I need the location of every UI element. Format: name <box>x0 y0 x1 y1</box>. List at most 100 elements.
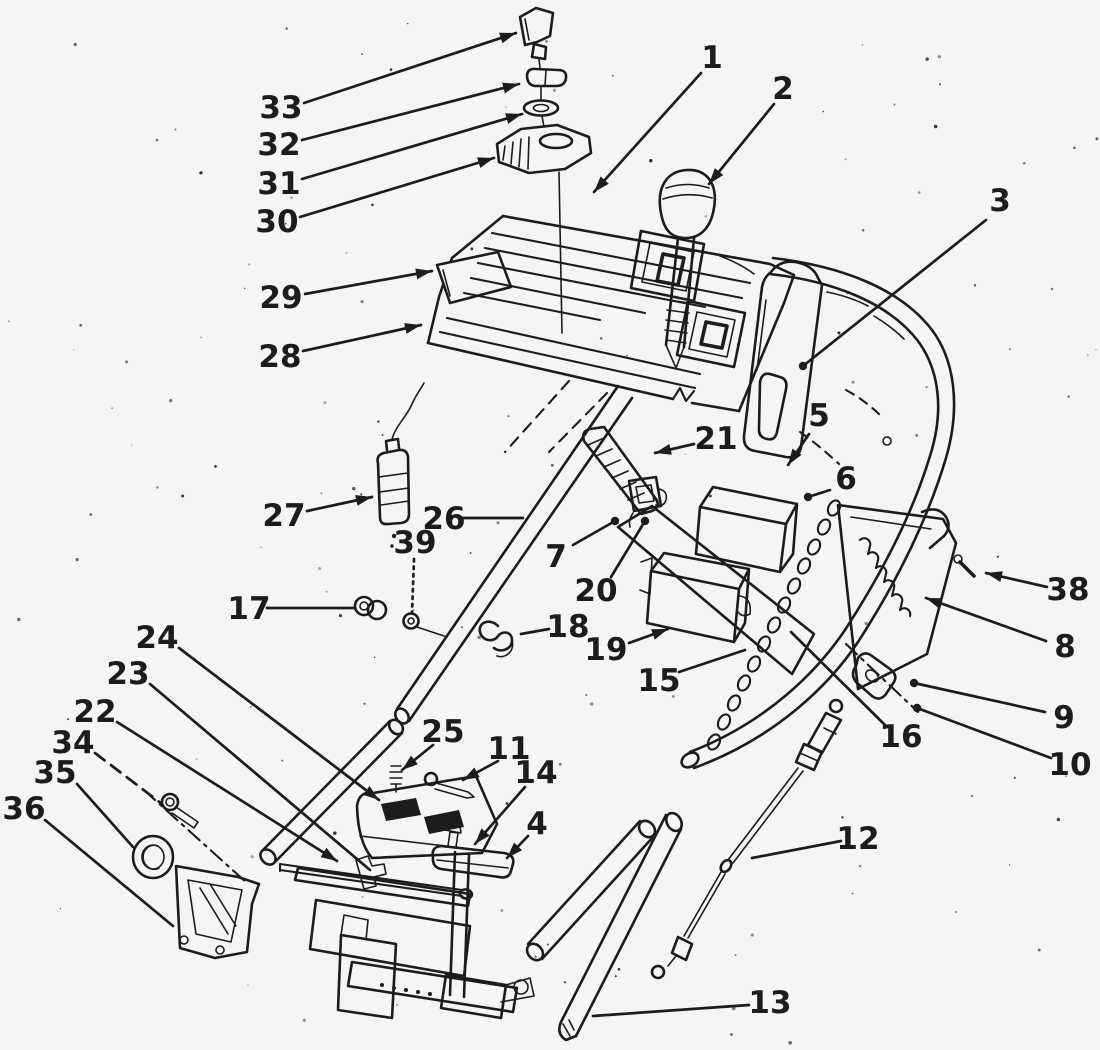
callout-31: 31 <box>257 112 524 202</box>
leader-line <box>571 519 617 547</box>
callout-14: 14 <box>473 755 558 846</box>
speckle <box>1056 817 1061 822</box>
callout-label-29: 29 <box>259 280 302 316</box>
speckle <box>73 349 75 351</box>
callout-label-5: 5 <box>808 398 830 434</box>
leader-line <box>410 557 416 615</box>
pin <box>958 560 976 578</box>
speckle <box>67 718 70 721</box>
arrowhead-icon <box>362 785 379 800</box>
leader-line <box>609 519 647 579</box>
arrowhead-icon <box>986 571 1003 582</box>
speckle <box>59 908 62 910</box>
callout-label-4: 4 <box>526 806 548 842</box>
leader-line <box>43 818 175 928</box>
speckle <box>381 434 384 436</box>
arrowhead-icon <box>320 847 337 861</box>
speckle <box>1008 348 1012 351</box>
speckle <box>611 74 614 77</box>
speckle <box>507 415 510 418</box>
speckle <box>248 263 251 266</box>
leader-line <box>924 596 1048 643</box>
speckle <box>318 567 321 570</box>
arrowhead-icon <box>415 268 432 280</box>
callout-label-20: 20 <box>574 573 617 609</box>
leader-line <box>302 31 518 105</box>
speckle <box>704 215 707 218</box>
callout-24: 24 <box>135 620 381 802</box>
leader-line <box>750 839 843 860</box>
callout-label-10: 10 <box>1048 747 1091 783</box>
panel-slot <box>675 299 747 369</box>
speckle <box>917 191 921 194</box>
speckle <box>17 617 21 622</box>
callout-label-11: 11 <box>487 731 530 767</box>
speckle <box>33 806 36 809</box>
leader-line <box>75 782 135 849</box>
speckle <box>861 228 865 232</box>
leader-line <box>301 323 423 353</box>
grommet <box>353 595 388 621</box>
t-handle <box>431 844 515 879</box>
base-assembly <box>278 765 535 1020</box>
handlebar <box>680 256 956 770</box>
dot-end-icon <box>803 492 813 502</box>
speckle-layer <box>8 22 1099 1045</box>
callout-13: 13 <box>591 985 792 1021</box>
speckle <box>1022 161 1026 165</box>
callout-7: 7 <box>545 516 620 575</box>
callout-label-6: 6 <box>835 461 857 497</box>
callout-label-12: 12 <box>836 821 879 857</box>
cable-conduit <box>706 499 842 751</box>
speckle <box>345 252 348 254</box>
artifact-dot <box>390 544 394 548</box>
speckle <box>550 463 554 467</box>
speckle <box>851 892 854 895</box>
speckle <box>937 55 941 59</box>
speckle <box>460 626 464 629</box>
callout-20: 20 <box>574 516 650 609</box>
speckle <box>89 513 93 516</box>
speckle <box>861 44 864 46</box>
speckle <box>396 1003 399 1006</box>
leader-line <box>148 682 372 872</box>
speckle <box>111 407 114 410</box>
callout-10: 10 <box>912 703 1092 783</box>
leader-line <box>300 112 524 181</box>
speckle <box>534 955 537 958</box>
callout-27: 27 <box>262 495 374 534</box>
speckle <box>671 694 675 698</box>
speckle <box>156 486 159 489</box>
speckle <box>858 864 862 868</box>
s-hook <box>478 620 514 658</box>
speckle <box>730 1033 733 1036</box>
handle-tube-a <box>525 819 657 962</box>
callout-22: 22 <box>73 694 339 863</box>
speckle <box>864 621 868 626</box>
callout-label-31: 31 <box>257 166 300 202</box>
speckle <box>249 705 252 708</box>
speckle <box>406 22 409 25</box>
leader-line <box>93 751 164 806</box>
speckle <box>1095 348 1097 351</box>
leader-line <box>519 627 551 636</box>
shift-knob <box>658 168 717 369</box>
dot-end-icon <box>798 361 808 371</box>
speckle <box>599 337 603 340</box>
speckle <box>684 453 686 455</box>
speckle <box>125 360 129 364</box>
shift-wedge <box>581 425 660 516</box>
callout-label-18: 18 <box>546 609 589 645</box>
arrowhead-icon <box>505 113 522 124</box>
artifact-dot <box>391 533 397 539</box>
arrowhead-icon <box>477 157 494 168</box>
dot-end-icon <box>909 678 919 688</box>
callout-label-22: 22 <box>73 694 116 730</box>
leader-line <box>912 681 1047 714</box>
speckle <box>79 323 83 327</box>
callout-label-27: 27 <box>262 498 305 534</box>
speckle <box>243 287 246 290</box>
callout-29: 29 <box>259 268 434 316</box>
speckle <box>558 762 562 766</box>
